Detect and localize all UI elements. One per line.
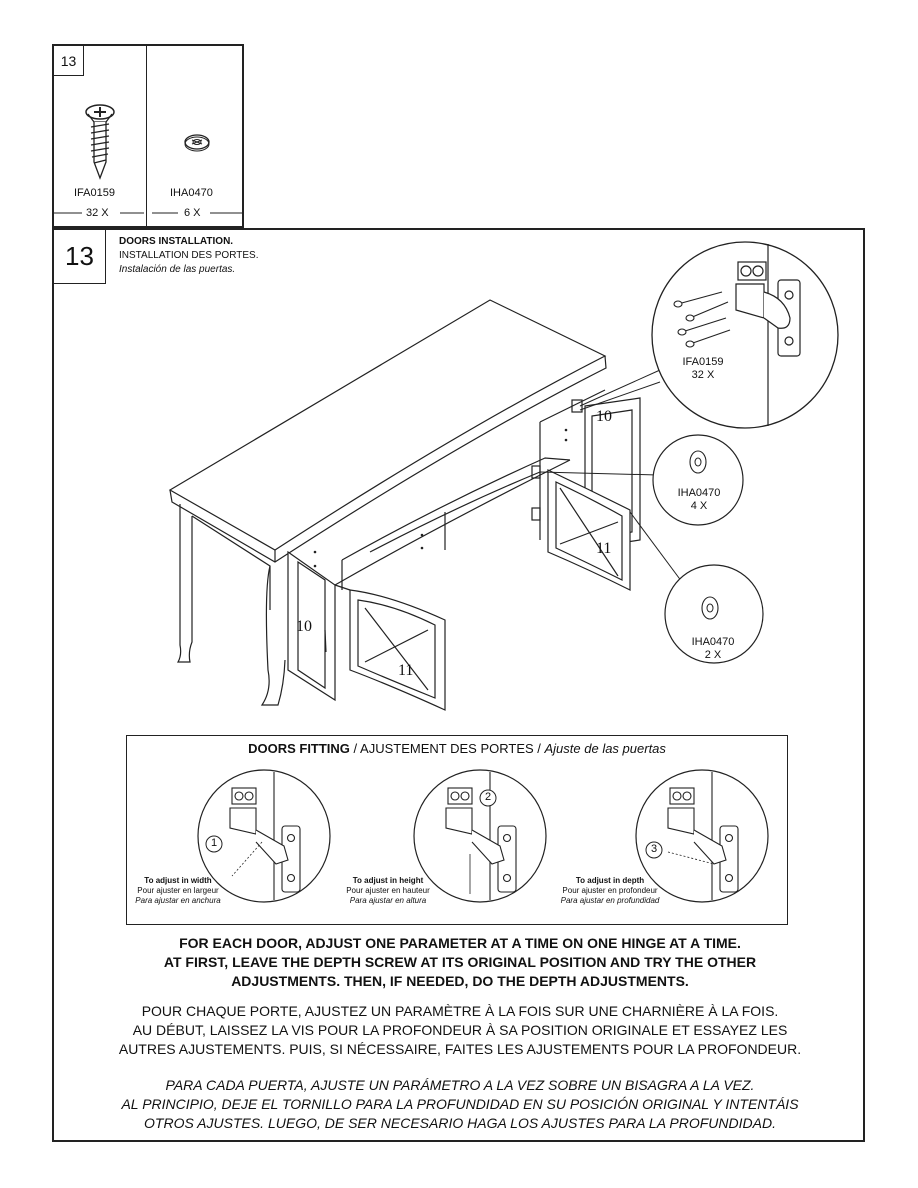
instructions-fr-line: AUTRES AJUSTEMENTS. PUIS, SI NÉCESSAIRE,… (118, 1041, 802, 1057)
screw-callout-qty: 32 X (691, 369, 715, 381)
step-box (52, 228, 865, 1142)
part-qty: 32 X (86, 207, 109, 219)
washer-callout-code-2: IHA0470 (691, 636, 735, 648)
fitting-panel-2-es: Para ajustar en altura (349, 896, 427, 905)
doors-fitting-box (126, 735, 788, 925)
door-label-11-left: 11 (398, 662, 414, 679)
fitting-panel-2-en: To adjust in height (352, 876, 424, 885)
washer-callout-code-1: IHA0470 (677, 487, 721, 499)
parts-step-number: 13 (54, 46, 84, 76)
instructions-en-line: FOR EACH DOOR, ADJUST ONE PARAMETER AT A… (179, 935, 741, 951)
fitting-panel-1 (197, 769, 331, 903)
washer-detail-circle-1 (652, 434, 744, 526)
washer-icon (184, 134, 210, 152)
part-code: IFA0159 (74, 187, 115, 199)
door-label-10-right: 10 (596, 408, 612, 425)
fitting-panel-1-es: Para ajustar en anchura (135, 896, 221, 905)
door-label-11-right: 11 (596, 540, 612, 557)
parts-box (52, 44, 244, 228)
fitting-title-en: DOORS FITTING (248, 741, 350, 756)
instructions-en-line: AT FIRST, LEAVE THE DEPTH SCREW AT ITS O… (163, 954, 757, 970)
fitting-panel-3-en: To adjust in depth (575, 876, 645, 885)
door-label-10-left: 10 (296, 618, 312, 635)
fitting-panel-2-num: 2 (484, 791, 492, 803)
screw-callout-code: IFA0159 (682, 356, 724, 368)
instructions-en: FOR EACH DOOR, ADJUST ONE PARAMETER AT A… (60, 934, 860, 991)
instructions-es-line: PARA CADA PUERTA, AJUSTE UN PARÁMETRO A … (165, 1077, 755, 1093)
step-title-fr: INSTALLATION DES PORTES. (119, 250, 259, 261)
washer-detail-circle-2 (664, 564, 764, 664)
fitting-title-es: Ajuste de las puertas (544, 741, 666, 756)
fitting-panel-1-num: 1 (210, 837, 218, 849)
fitting-panel-1-fr: Pour ajuster en largeur (137, 886, 219, 895)
washer-callout-qty-2: 2 X (704, 649, 722, 661)
fitting-panel-3-num: 3 (650, 843, 658, 855)
doors-fitting-title: DOORS FITTING / AJUSTEMENT DES PORTES / … (126, 741, 788, 756)
fitting-title-fr: / AJUSTEMENT DES PORTES / (349, 741, 545, 756)
fitting-panel-2-fr: Pour ajuster en hauteur (346, 886, 430, 895)
step-number: 13 (54, 230, 106, 284)
fitting-panel-2 (413, 769, 547, 903)
fitting-panel-3 (635, 769, 769, 903)
step-title-en: DOORS INSTALLATION. (119, 236, 234, 247)
hinge-detail-circle (651, 241, 839, 429)
tv-stand-illustration (168, 299, 683, 711)
instructions-fr-line: AU DÉBUT, LAISSEZ LA VIS POUR LA PROFOND… (132, 1022, 788, 1038)
fitting-panel-1-en: To adjust in width (144, 876, 212, 885)
parts-divider (146, 44, 147, 228)
fitting-panel-3-es: Para ajustar en profundidad (560, 896, 660, 905)
screw-icon (85, 104, 115, 180)
fitting-panel-3-fr: Pour ajuster en profondeur (562, 886, 658, 895)
qty-lines (54, 212, 242, 214)
part-qty: 6 X (184, 207, 201, 219)
instructions-fr-line: POUR CHAQUE PORTE, AJUSTEZ UN PARAMÈTRE … (141, 1003, 779, 1019)
instructions-en-line: ADJUSTMENTS. THEN, IF NEEDED, DO THE DEP… (231, 973, 689, 989)
part-code: IHA0470 (170, 187, 213, 199)
instructions-es: PARA CADA PUERTA, AJUSTE UN PARÁMETRO A … (60, 1076, 860, 1133)
washer-callout-qty-1: 4 X (690, 500, 708, 512)
instructions-fr: POUR CHAQUE PORTE, AJUSTEZ UN PARAMÈTRE … (60, 1002, 860, 1059)
step-title-es: Instalación de las puertas. (119, 264, 236, 275)
instructions-es-line: OTROS AJUSTES. LUEGO, DE SER NECESARIO H… (144, 1115, 776, 1131)
instructions-es-line: AL PRINCIPIO, DEJE EL TORNILLO PARA LA P… (121, 1096, 799, 1112)
